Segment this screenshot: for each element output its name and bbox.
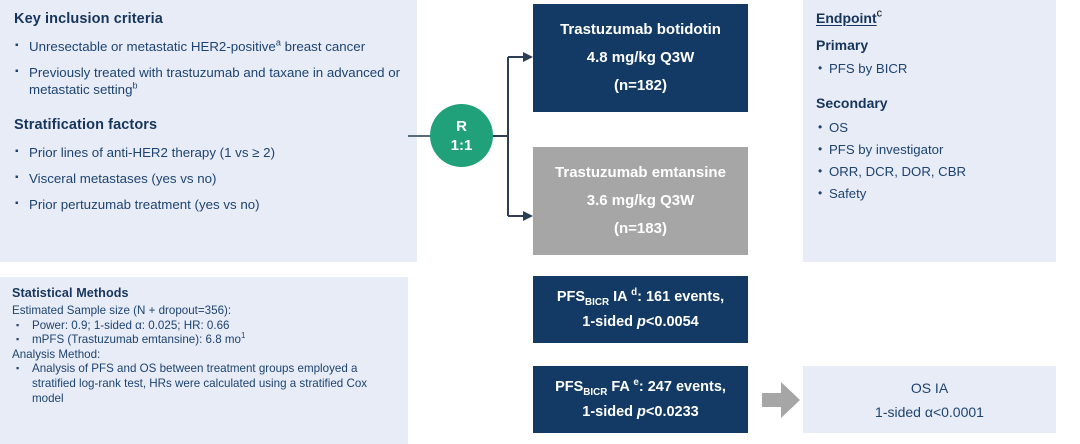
randomization-ratio: 1:1 (450, 136, 473, 154)
primary-endpoints-list: PFS by BICR (816, 60, 1043, 77)
pfs-bicr-ia-box: PFSBICR IA d: 161 events, 1-sided p<0.00… (533, 276, 748, 343)
arm-drug-name: Trastuzumab botidotin (560, 21, 721, 38)
arm-experimental-box: Trastuzumab botidotin 4.8 mg/kg Q3W (n=1… (533, 4, 748, 112)
list-item: OS (816, 119, 1043, 136)
list-item: PFS by investigator (816, 141, 1043, 158)
list-item: mPFS (Trastuzumab emtansine): 6.8 mo1 (12, 332, 396, 348)
list-item: Previously treated with trastuzumab and … (14, 63, 403, 98)
pfs-bicr-fa-box: PFSBICR FA e: 247 events, 1-sided p<0.02… (533, 366, 748, 433)
sample-size-line: Estimated Sample size (N + dropout=356): (12, 304, 232, 317)
list-item: Power: 0.9; 1-sided α: 0.025; HR: 0.66 (12, 318, 396, 334)
list-item: Unresectable or metastatic HER2-positive… (14, 37, 403, 55)
stratification-title: Stratification factors (14, 117, 158, 133)
analysis-method-line: Analysis Method: (12, 347, 101, 361)
secondary-endpoints-title: Secondary (816, 95, 888, 111)
randomization-label: R (456, 117, 467, 135)
list-item: PFS by BICR (816, 60, 1043, 77)
stratification-list: Prior lines of anti-HER2 therapy (1 vs ≥… (14, 143, 403, 213)
right-arrow-icon (762, 382, 800, 418)
os-ia-box: OS IA 1-sided α<0.0001 (803, 366, 1056, 433)
arm-dose: 3.6 mg/kg Q3W (586, 192, 695, 209)
list-item: Safety (816, 185, 1043, 202)
os-ia-alpha: 1-sided α<0.0001 (875, 403, 984, 420)
analysis-method-list: Analysis of PFS and OS between treatment… (12, 361, 396, 406)
endpoints-panel: Endpointc Primary PFS by BICR Secondary … (803, 0, 1056, 262)
arm-sample-size: (n=182) (614, 77, 667, 94)
arm-control-box: Trastuzumab emtansine 3.6 mg/kg Q3W (n=1… (533, 147, 748, 255)
os-ia-title: OS IA (910, 379, 949, 396)
analysis-alpha-line: 1-sided p<0.0233 (582, 403, 699, 420)
analysis-events-line: PFSBICR FA e: 247 events, (555, 376, 726, 398)
endpoints-heading: Endpoint (816, 10, 877, 26)
analysis-events-line: PFSBICR IA d: 161 events, (556, 286, 725, 308)
randomization-node: R 1:1 (430, 104, 493, 167)
statistical-methods-panel: Statistical Methods Estimated Sample siz… (0, 277, 408, 444)
arm-dose: 4.8 mg/kg Q3W (586, 49, 695, 66)
list-item: Prior pertuzumab treatment (yes vs no) (14, 195, 403, 213)
list-item: Prior lines of anti-HER2 therapy (1 vs ≥… (14, 143, 403, 161)
criteria-list: Unresectable or metastatic HER2-positive… (14, 37, 403, 98)
list-item: Analysis of PFS and OS between treatment… (12, 361, 396, 406)
arm-sample-size: (n=183) (614, 220, 667, 237)
key-inclusion-criteria-panel: Key inclusion criteria Unresectable or m… (0, 0, 417, 262)
list-item: ORR, DCR, DOR, CBR (816, 163, 1043, 180)
arm-drug-name: Trastuzumab emtansine (555, 164, 726, 181)
list-item: Visceral metastases (yes vs no) (14, 169, 403, 187)
primary-endpoints-title: Primary (816, 37, 869, 53)
sample-size-list: Power: 0.9; 1-sided α: 0.025; HR: 0.66 m… (12, 318, 396, 348)
analysis-alpha-line: 1-sided p<0.0054 (582, 313, 699, 330)
criteria-title: Key inclusion criteria (14, 11, 163, 27)
secondary-endpoints-list: OS PFS by investigator ORR, DCR, DOR, CB… (816, 119, 1043, 202)
statistical-methods-title: Statistical Methods (12, 286, 129, 300)
endpoints-heading-footnote: c (876, 7, 883, 20)
